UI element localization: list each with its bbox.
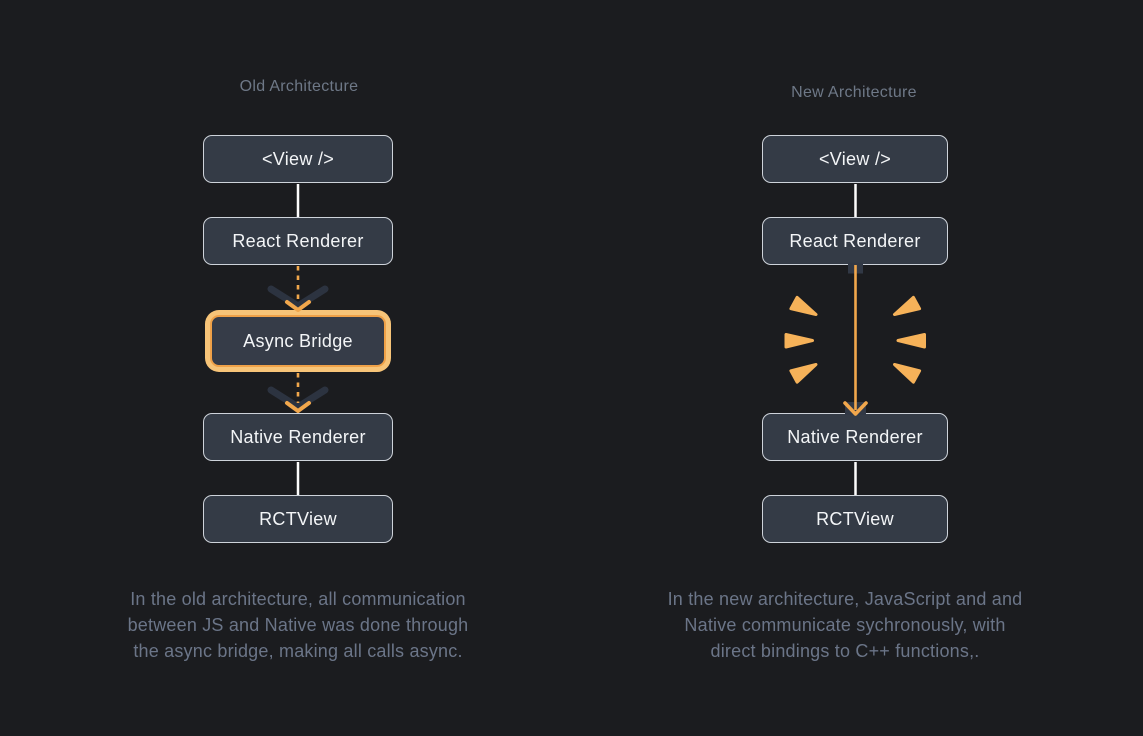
new-node-react-renderer: React Renderer: [762, 217, 948, 265]
dashed-async-arrow-down-icon: [267, 373, 329, 413]
new-node-rctview: RCTView: [762, 495, 948, 543]
old-node-async-bridge: Async Bridge: [210, 315, 386, 367]
new-architecture-title: New Architecture: [791, 84, 917, 101]
spark-burst-right-icon: [893, 295, 926, 384]
old-node-view: <View />: [203, 135, 393, 183]
new-node-native-renderer: Native Renderer: [762, 413, 948, 461]
caption-line: the async bridge, making all calls async…: [133, 641, 463, 661]
old-architecture-title: Old Architecture: [239, 78, 359, 95]
caption-line: Native communicate sychronously, with: [684, 615, 1006, 635]
caption-line: direct bindings to C++ functions,.: [710, 641, 980, 661]
old-node-react-renderer: React Renderer: [203, 217, 393, 265]
spark-burst-left-icon: [784, 295, 818, 384]
old-architecture-caption: In the old architecture, all communicati…: [83, 586, 513, 664]
new-node-view: <View />: [762, 135, 948, 183]
dashed-async-arrow-down-icon: [267, 266, 329, 312]
caption-line: between JS and Native was done through: [127, 615, 469, 635]
old-node-async-bridge-highlight-ring: Async Bridge: [205, 310, 391, 372]
new-architecture-caption: In the new architecture, JavaScript and …: [630, 586, 1060, 664]
sync-arrow-down-icon: [843, 262, 868, 416]
caption-line: In the old architecture, all communicati…: [130, 589, 466, 609]
caption-line: In the new architecture, JavaScript and …: [667, 589, 1023, 609]
old-node-native-renderer: Native Renderer: [203, 413, 393, 461]
old-node-rctview: RCTView: [203, 495, 393, 543]
